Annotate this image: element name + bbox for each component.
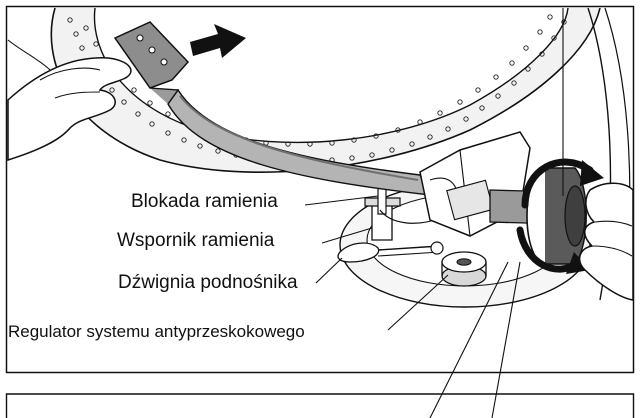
right-arrow-icon [190,24,246,58]
anti-skate-knob [441,251,487,287]
callout-cue-lever: Dźwignia podnośnika [118,272,298,293]
left-hand [7,39,132,162]
counterweight [526,167,587,265]
lower-panel-edge [5,393,635,418]
callout-arm-lock: Blokada ramienia [131,191,278,212]
platter [50,7,631,301]
callout-anti-skate: Regulator systemu antyprzeskokowego [8,322,305,341]
arm-rest [364,177,441,241]
leader-lines [304,8,564,418]
right-hand [578,182,634,301]
callout-arm-rest: Wspornik ramienia [117,230,275,251]
cue-lever [337,241,444,263]
headshell [113,21,190,105]
